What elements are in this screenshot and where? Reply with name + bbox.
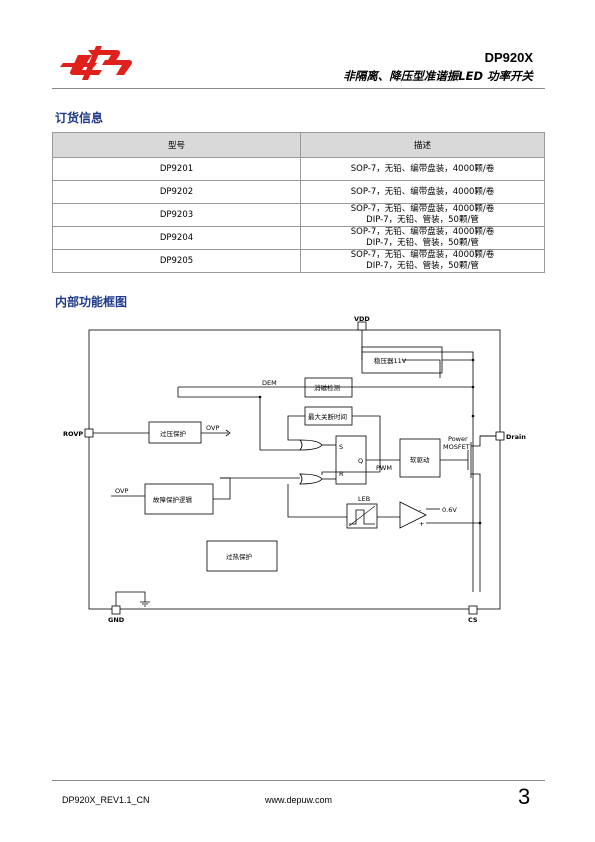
- pin-vdd: [357, 321, 367, 331]
- desc-cell: SOP-7，无铅、编带盘装，4000颗/卷: [300, 157, 545, 181]
- pin-vdd-label: VDD: [354, 315, 370, 323]
- desc-line: SOP-7，无铅、编带盘装，4000颗/卷: [350, 227, 495, 237]
- latch-r-label: R: [339, 470, 344, 478]
- block-diagram: VDD ROVP Drain GND CS 稳压器11V 消磁检测 最大关断时间…: [63, 315, 526, 624]
- table-row: DP9204 SOP-7，无铅、编带盘装，4000颗/卷 DIP-7，无铅、管装…: [52, 226, 545, 250]
- pin-drain-label: Drain: [506, 433, 526, 441]
- fault-label: 故障保护逻辑: [153, 495, 193, 504]
- ovp-protect-label: 过压保护: [160, 429, 186, 438]
- latch-s-label: S: [339, 443, 343, 451]
- pin-cs-label: CS: [468, 616, 478, 624]
- otp-block: [206, 540, 278, 572]
- pin-cs: [468, 605, 478, 615]
- ovp-out-label: OVP: [206, 424, 219, 432]
- ordering-section-title: 订货信息: [55, 111, 104, 125]
- desc-line: SOP-7，无铅、编带盘装，4000颗/卷: [350, 204, 495, 214]
- latch-q-label: Q: [358, 457, 363, 465]
- driver-label: 软驱动: [410, 455, 430, 464]
- company-logo: [60, 46, 132, 80]
- driver-block: [399, 438, 441, 478]
- power-mosfet-label-1: Power: [448, 435, 468, 443]
- dem-signal-label: DEM: [262, 379, 277, 387]
- table-row: DP9203 SOP-7，无铅、编带盘装，4000颗/卷 DIP-7，无铅、管装…: [52, 203, 545, 227]
- desc-cell: SOP-7，无铅、编带盘装，4000颗/卷 DIP-7，无铅、管装，50颗/管: [300, 226, 545, 250]
- footer-doc-id: DP920X_REV1.1_CN: [62, 795, 150, 805]
- doc-subtitle: 非隔离、降压型准谐振LED 功率开关: [343, 69, 533, 83]
- demag-label: 消磁检测: [314, 383, 341, 392]
- chip-outline: [88, 329, 501, 610]
- model-cell: DP9203: [52, 203, 301, 227]
- desc-line: DIP-7，无铅、管装，50颗/管: [366, 215, 479, 225]
- table-row: DP9201 SOP-7，无铅、编带盘装，4000颗/卷: [52, 157, 545, 181]
- pin-rovp-label: ROVP: [63, 430, 83, 438]
- model-cell: DP9202: [52, 180, 301, 204]
- column-header-model: 型号: [52, 132, 301, 158]
- pin-gnd: [111, 605, 121, 615]
- model-cell: DP9205: [52, 249, 301, 273]
- column-header-desc: 描述: [300, 132, 545, 158]
- pin-rovp: [84, 428, 94, 438]
- desc-line: DIP-7，无铅、管装，50颗/管: [366, 238, 479, 248]
- desc-cell: SOP-7，无铅、编带盘装，4000颗/卷 DIP-7，无铅、管装，50颗/管: [300, 203, 545, 227]
- power-mosfet-label-2: MOSFET: [443, 443, 470, 451]
- table-row: DP9205 SOP-7，无铅、编带盘装，4000颗/卷 DIP-7，无铅、管装…: [52, 249, 545, 273]
- otp-label: 过热保护: [226, 552, 252, 561]
- ordering-table: 型号 描述 DP9201 SOP-7，无铅、编带盘装，4000颗/卷 DP920…: [52, 132, 545, 273]
- doc-title: DP920X: [484, 50, 533, 65]
- table-header-row: 型号 描述: [52, 132, 545, 158]
- pin-gnd-label: GND: [108, 616, 125, 624]
- leb-block: [346, 503, 378, 529]
- comparator-plus: +: [419, 520, 424, 528]
- pwm-label: PWM: [376, 464, 392, 472]
- max-off-label: 最大关断时间: [308, 412, 347, 421]
- leb-label: LEB: [358, 495, 370, 503]
- header-divider: [52, 88, 545, 89]
- desc-line: SOP-7，无铅、编带盘装，4000颗/卷: [350, 186, 495, 197]
- desc-line: DIP-7，无铅、管装，50颗/管: [366, 261, 479, 271]
- footer-website[interactable]: www.depuw.com: [265, 795, 333, 805]
- pin-drain: [495, 431, 505, 441]
- demag-block: [304, 377, 353, 398]
- desc-cell: SOP-7，无铅、编带盘装，4000颗/卷 DIP-7，无铅、管装，50颗/管: [300, 249, 545, 273]
- desc-line: SOP-7，无铅、编带盘装，4000颗/卷: [350, 163, 495, 174]
- ovp-protect-block: [148, 421, 202, 444]
- model-cell: DP9204: [52, 226, 301, 250]
- ovp-in-label: OVP: [115, 487, 128, 495]
- model-cell: DP9201: [52, 157, 301, 181]
- block-diagram-section-title: 内部功能框图: [55, 295, 128, 309]
- regulator-label: 稳压器11V: [374, 356, 407, 365]
- page-number: 3: [518, 784, 531, 809]
- desc-line: SOP-7，无铅、编带盘装，4000颗/卷: [350, 250, 495, 260]
- vref-label: 0.6V: [442, 506, 457, 514]
- footer-divider: [52, 780, 545, 781]
- comparator-minus: -: [419, 506, 422, 514]
- table-row: DP9202 SOP-7，无铅、编带盘装，4000颗/卷: [52, 180, 545, 204]
- desc-cell: SOP-7，无铅、编带盘装，4000颗/卷: [300, 180, 545, 204]
